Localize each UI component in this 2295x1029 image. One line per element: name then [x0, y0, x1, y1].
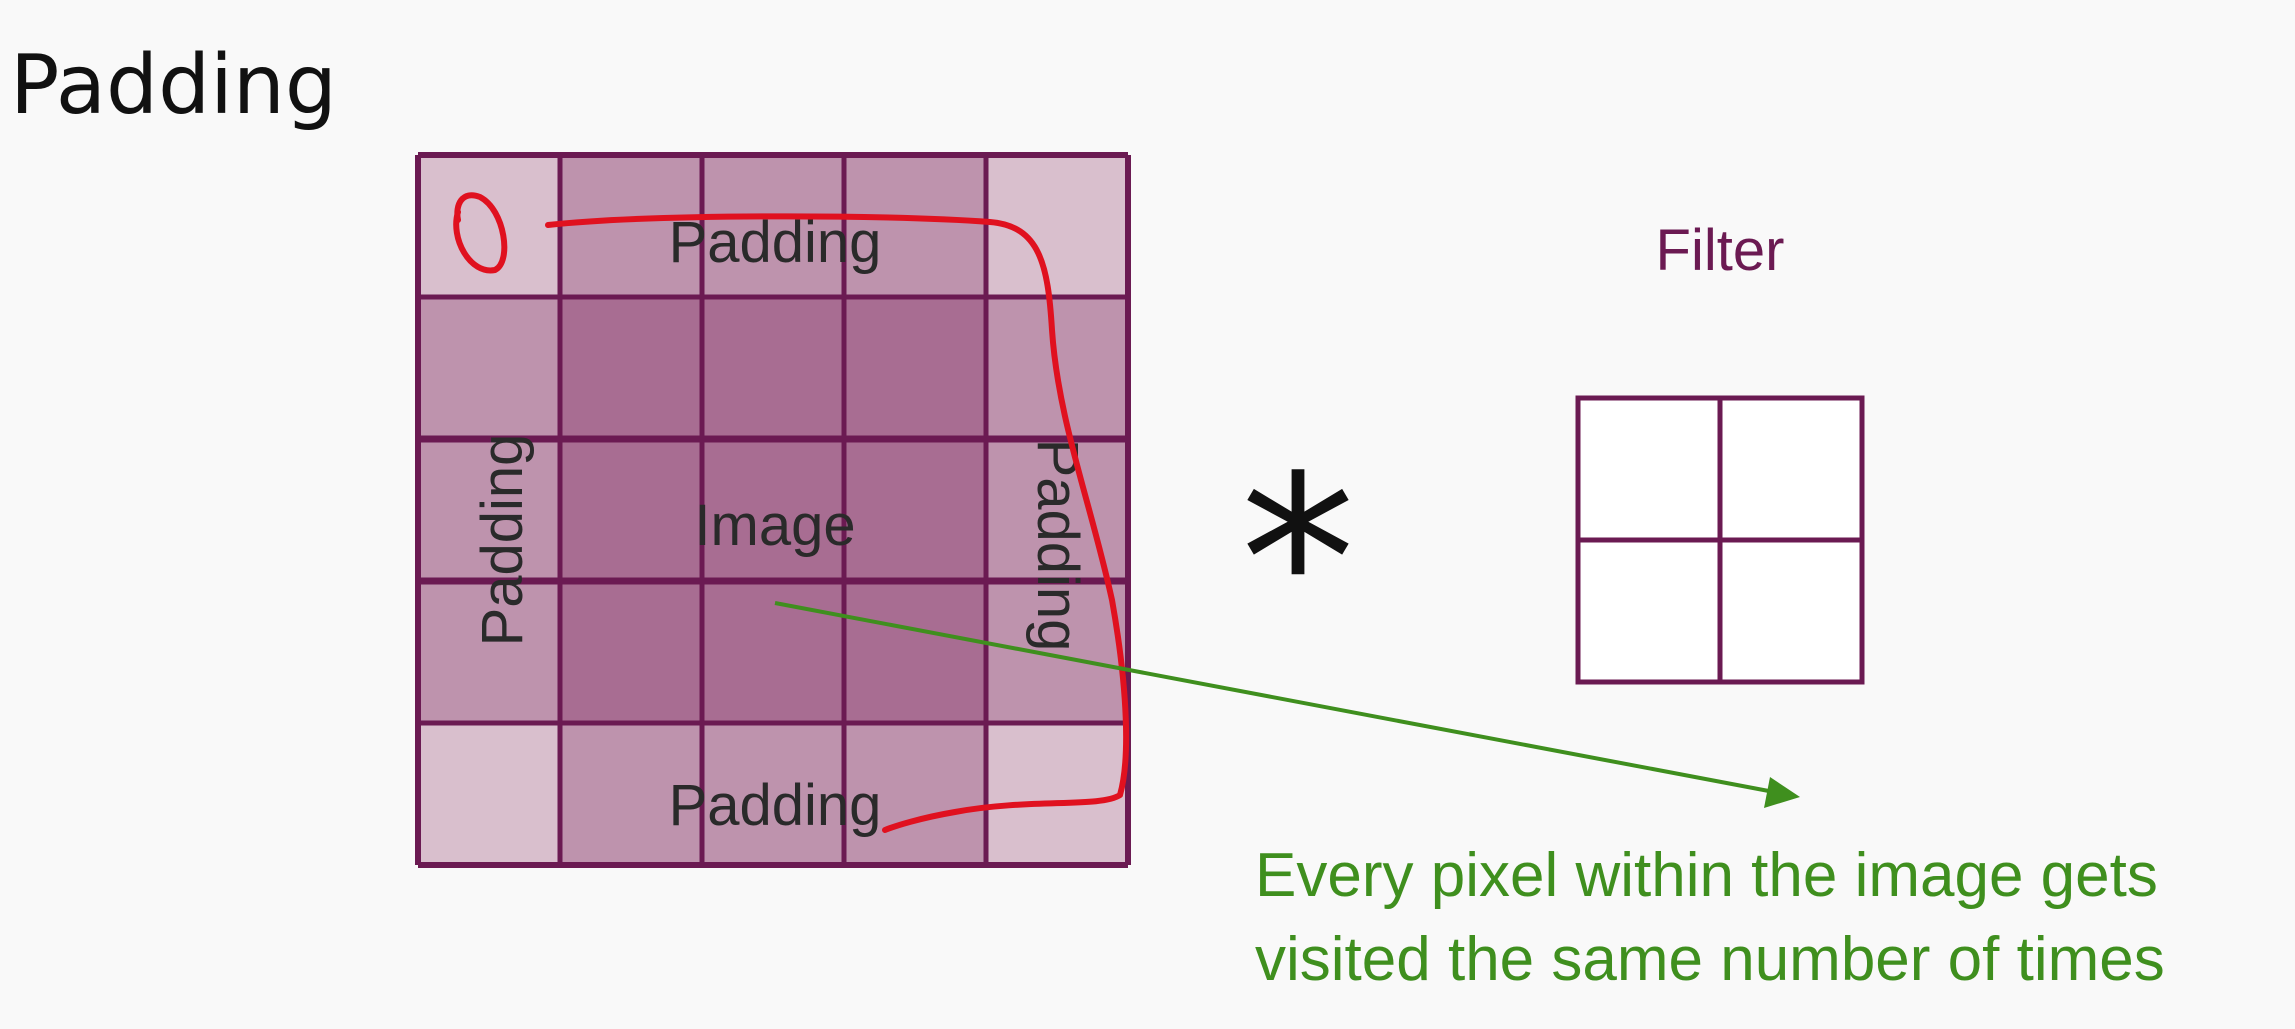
- image-cell: [560, 439, 702, 581]
- red-circle-annotation: [453, 192, 508, 274]
- padding-label-bottom: Padding: [669, 773, 882, 838]
- padding-cell: [418, 155, 560, 297]
- image-cell: [702, 297, 844, 439]
- padding-cell: [418, 439, 560, 581]
- padding-cell: [986, 723, 1128, 865]
- slide-title: Padding: [10, 38, 337, 133]
- annotation-arrow-line: [774, 601, 1791, 797]
- image-cell: [844, 297, 986, 439]
- padding-cell: [844, 155, 986, 297]
- red-path-annotation: [545, 213, 1130, 833]
- image-cell: [844, 439, 986, 581]
- padding-cell: [560, 155, 702, 297]
- image-cell: [844, 581, 986, 723]
- padding-cell: [560, 723, 702, 865]
- filter-cell: [1575, 537, 1723, 685]
- padding-cell: [418, 723, 560, 865]
- annotation-line-1: Every pixel within the image gets: [1255, 841, 2158, 910]
- filter-cell: [1717, 395, 1865, 543]
- annotation-line-2: visited the same number of times: [1255, 925, 2165, 994]
- filter-title: Filter: [1656, 218, 1785, 283]
- padding-cell: [844, 723, 986, 865]
- input-grid: [418, 155, 1128, 865]
- padding-cell: [702, 723, 844, 865]
- image-cell: [702, 439, 844, 581]
- annotation-arrow-head: [1764, 777, 1800, 808]
- padding-label-left: Padding: [470, 434, 535, 647]
- padding-cell: [702, 155, 844, 297]
- image-cell: [560, 581, 702, 723]
- padding-cell: [986, 581, 1128, 723]
- image-cell: [560, 297, 702, 439]
- filter-grid: [1575, 395, 1865, 685]
- filter-cell: [1717, 537, 1865, 685]
- padding-label-top: Padding: [669, 210, 882, 275]
- filter-cell: [1575, 395, 1723, 543]
- image-cell: [702, 581, 844, 723]
- padding-cell: [418, 581, 560, 723]
- convolution-operator: *: [1241, 428, 1356, 695]
- image-label: Image: [694, 493, 855, 558]
- padding-cell: [418, 297, 560, 439]
